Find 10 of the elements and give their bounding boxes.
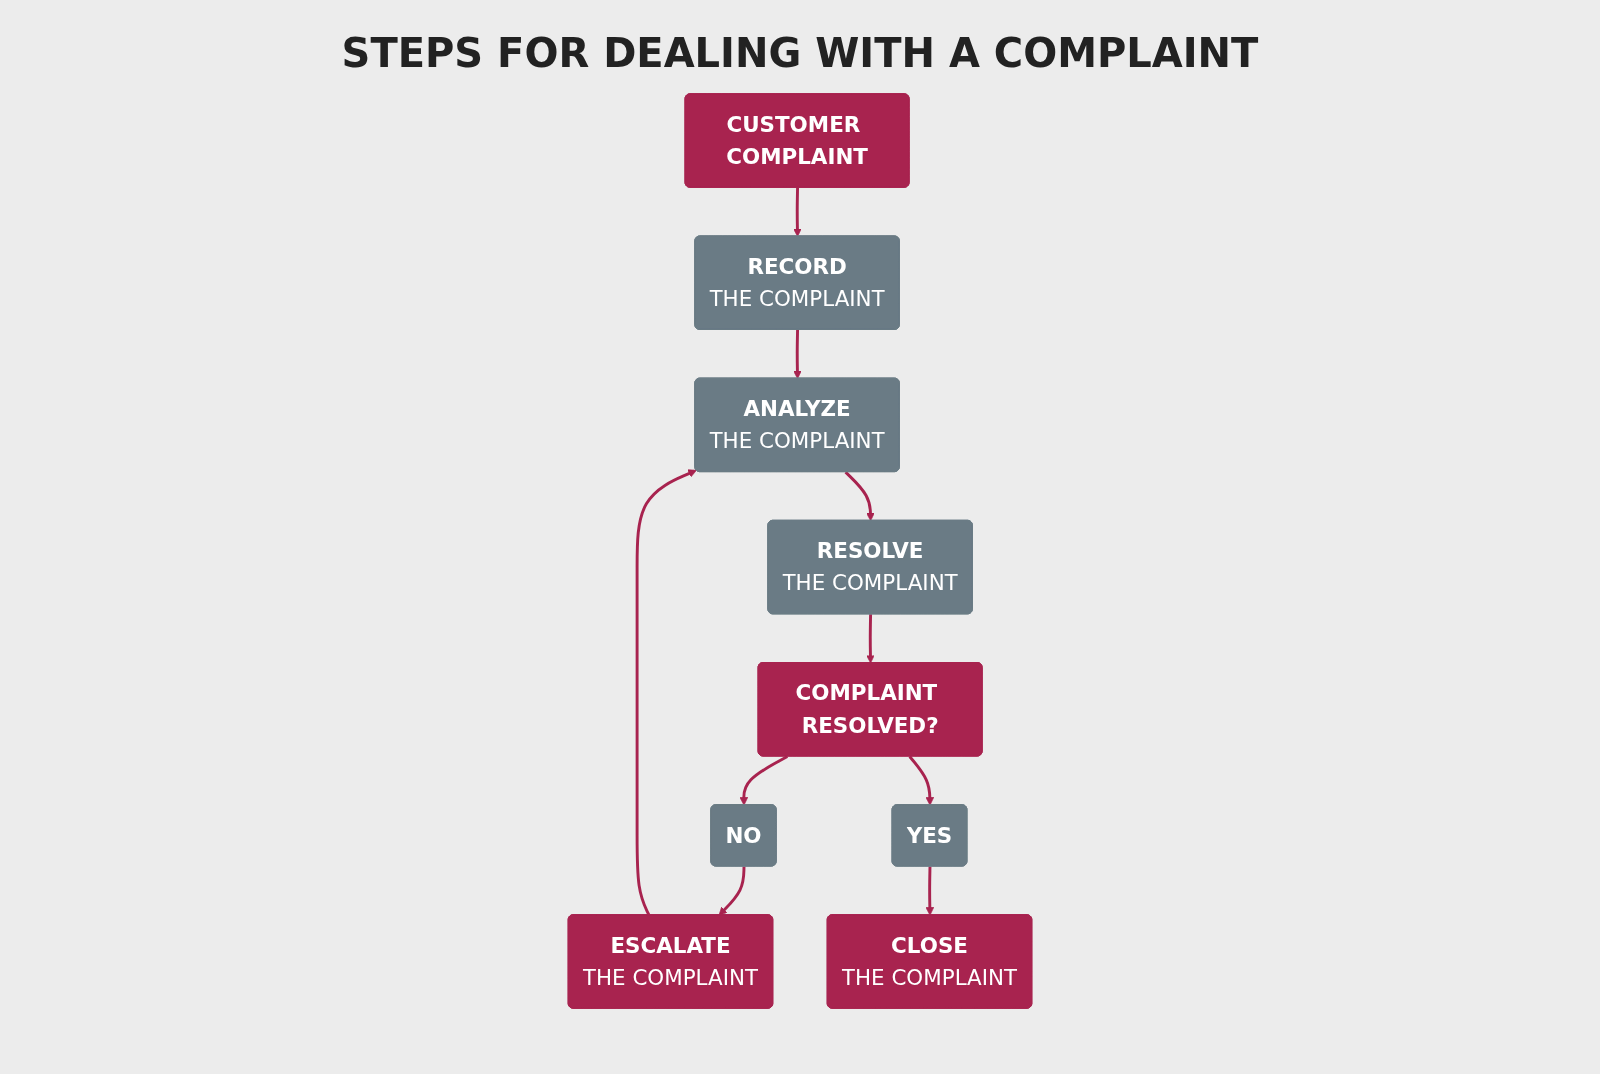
- arrow: [925, 866, 935, 916]
- diagram-title: STEPS FOR DEALING WITH A COMPLAINT: [340, 30, 1260, 76]
- arrow: [866, 614, 875, 664]
- arrow: [908, 755, 935, 806]
- arrow: [739, 755, 789, 806]
- arrow: [793, 329, 802, 379]
- arrow: [718, 866, 746, 916]
- arrow: [635, 469, 697, 916]
- arrow: [793, 187, 802, 237]
- arrow: [844, 471, 875, 522]
